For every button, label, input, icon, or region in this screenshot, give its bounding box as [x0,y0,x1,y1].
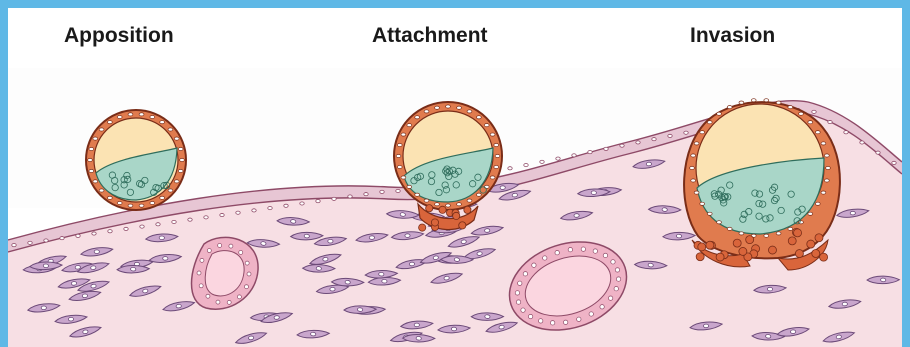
label-invasion: Invasion [690,24,775,48]
implantation-diagram [8,8,902,347]
label-attachment: Attachment [372,24,488,48]
label-apposition: Apposition [64,24,174,48]
blastocyst-apposition [86,110,186,210]
